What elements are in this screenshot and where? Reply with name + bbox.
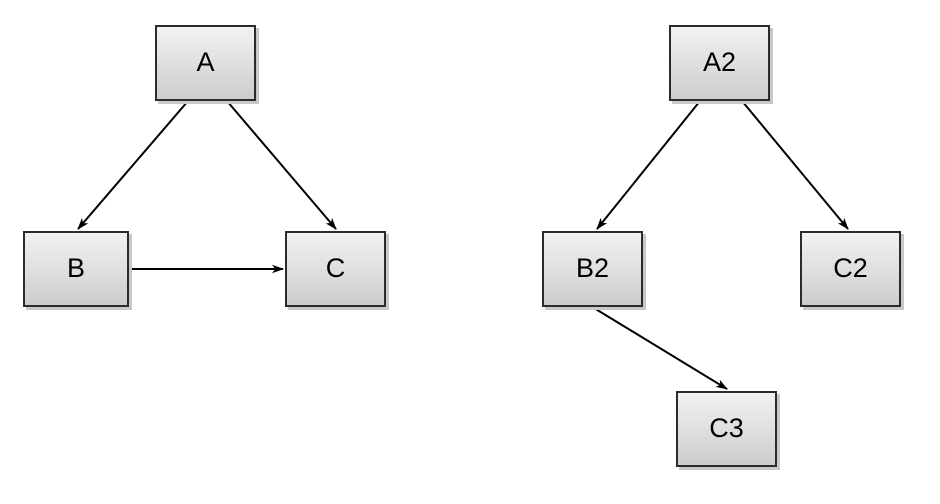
node-c3[interactable]: C3	[676, 391, 777, 467]
node-c2-label: C2	[833, 253, 868, 283]
node-c3-label: C3	[709, 413, 744, 443]
edge-a2-to-b2	[596, 100, 701, 230]
node-c[interactable]: C	[285, 231, 386, 307]
node-b2-label: B2	[575, 253, 610, 283]
edge-a-to-b	[77, 100, 189, 230]
edge-a2-to-c2	[741, 100, 849, 230]
node-b-label: B	[66, 253, 85, 283]
node-b[interactable]: B	[23, 231, 129, 307]
node-b2[interactable]: B2	[542, 231, 643, 307]
node-a2[interactable]: A2	[669, 25, 770, 101]
edge-a-to-c	[226, 100, 337, 230]
node-a[interactable]: A	[155, 25, 256, 101]
node-c-label: C	[325, 253, 346, 283]
node-a-label: A	[196, 47, 215, 77]
edge-b2-to-c3	[593, 307, 728, 390]
node-a2-label: A2	[702, 47, 737, 77]
node-c2[interactable]: C2	[800, 231, 901, 307]
